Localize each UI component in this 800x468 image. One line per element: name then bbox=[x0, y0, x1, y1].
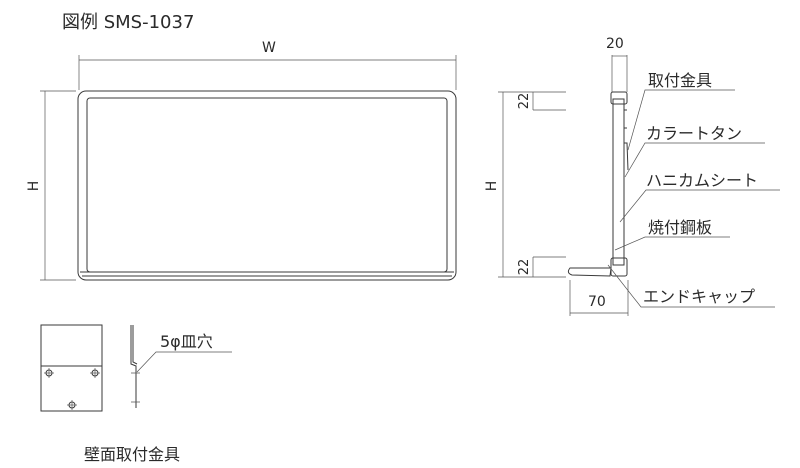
bracket-side bbox=[130, 325, 138, 408]
bottom-margin-label: 22 bbox=[517, 259, 532, 276]
leader-line bbox=[614, 236, 730, 251]
diagram-title: 図例 SMS-1037 bbox=[62, 12, 194, 33]
wall-clip bbox=[624, 109, 629, 171]
front-view: W H bbox=[26, 40, 457, 281]
side-view: H 22 22 20 70 取付金具 カラートタン ハニカムシート 焼付鋼板 エ… bbox=[484, 36, 780, 316]
part-label-end-cap: エンドキャップ bbox=[643, 287, 755, 306]
thickness-label: 20 bbox=[606, 36, 624, 52]
bracket-front bbox=[40, 324, 103, 412]
bracket-caption: 壁面取付金具 bbox=[84, 445, 180, 464]
cap-depth-label: 70 bbox=[588, 294, 606, 310]
pen-tray bbox=[80, 271, 454, 277]
end-cap-tray bbox=[567, 267, 612, 277]
width-label: W bbox=[262, 40, 276, 56]
board-surface bbox=[86, 97, 448, 273]
leader-line bbox=[624, 142, 765, 178]
bottom-bracket bbox=[610, 257, 628, 277]
screw-hole-icon bbox=[67, 400, 77, 410]
part-label-honeycomb-sheet: ハニカムシート bbox=[646, 171, 758, 190]
hole-marks bbox=[131, 372, 140, 403]
leader-line bbox=[627, 89, 735, 151]
height-label: H bbox=[26, 181, 42, 192]
leader-line bbox=[607, 264, 775, 308]
wall-bracket: 5φ皿穴 壁面取付金具 bbox=[40, 324, 232, 464]
top-bracket bbox=[610, 91, 628, 105]
leader-line bbox=[136, 351, 232, 373]
part-label-mount-bracket: 取付金具 bbox=[648, 71, 712, 90]
board-frame bbox=[77, 90, 457, 281]
part-label-color-tin: カラートタン bbox=[646, 124, 742, 143]
leader-line bbox=[619, 189, 780, 223]
screw-hole-icon bbox=[90, 368, 100, 378]
panel-section bbox=[612, 98, 625, 266]
hole-label: 5φ皿穴 bbox=[160, 332, 213, 351]
part-label-baked-steel: 焼付鋼板 bbox=[648, 218, 712, 237]
screw-hole-icon bbox=[44, 368, 54, 378]
side-height-label: H bbox=[484, 181, 500, 192]
top-margin-label: 22 bbox=[517, 93, 532, 110]
